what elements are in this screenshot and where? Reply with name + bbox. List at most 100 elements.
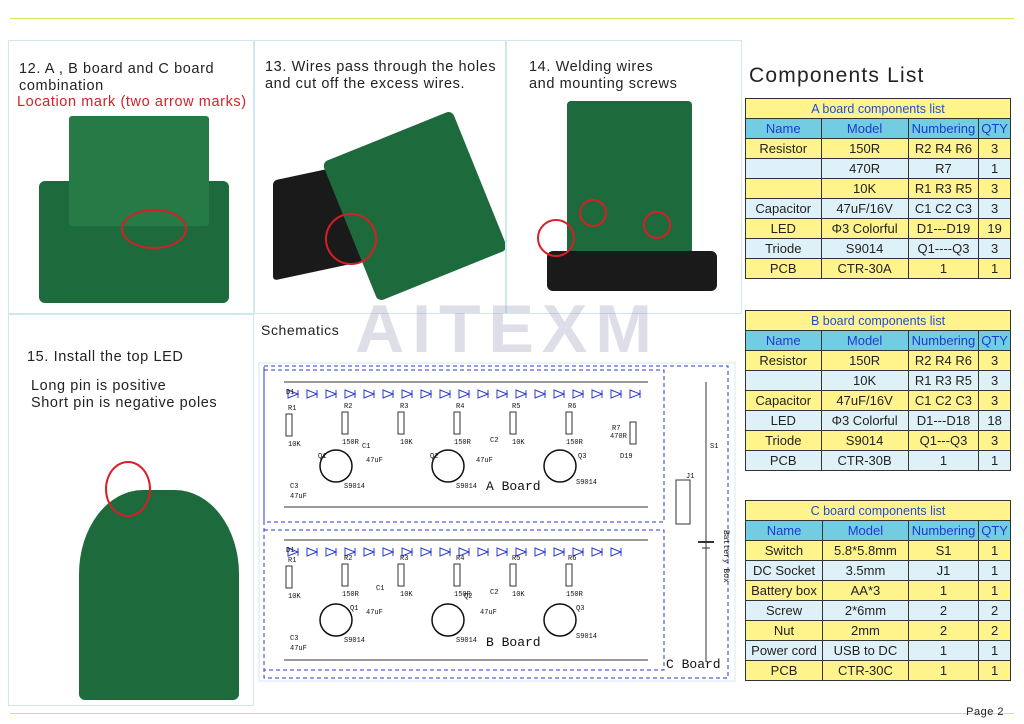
b-r5-value: 10K bbox=[512, 591, 525, 599]
c-board-title: C board components list bbox=[745, 500, 1011, 521]
a-r6-label: R6 bbox=[568, 403, 576, 411]
led-symbol bbox=[572, 389, 585, 399]
led-symbol bbox=[420, 389, 433, 399]
step-15-photo bbox=[79, 490, 239, 700]
a-c1-label: C1 bbox=[362, 443, 370, 451]
b-r1-value: 10K bbox=[288, 593, 301, 601]
cell-name: Battery box bbox=[744, 580, 824, 601]
cell-qty: 3 bbox=[978, 178, 1011, 199]
cell-numbering: 1 bbox=[907, 660, 980, 681]
b-r3-symbol bbox=[397, 563, 405, 587]
cell-name: Power cord bbox=[744, 640, 824, 661]
b-board-label: B Board bbox=[486, 635, 541, 650]
a-c3-label: C3 bbox=[290, 483, 298, 491]
a-r3-symbol bbox=[397, 411, 405, 435]
b-q2-symbol bbox=[431, 603, 465, 637]
b-r2-label: R2 bbox=[344, 555, 352, 563]
a-r2-value: 150R bbox=[342, 439, 360, 447]
cell-model: CTR-30A bbox=[820, 258, 909, 279]
led-symbol bbox=[591, 389, 604, 399]
cell-numbering: J1 bbox=[907, 560, 980, 581]
step-13-photo bbox=[322, 110, 505, 302]
step-15-line2: Short pin is negative poles bbox=[31, 395, 218, 411]
a-q1-model: S9014 bbox=[344, 483, 365, 491]
led-symbol bbox=[439, 547, 452, 557]
step-13-panel: 13. Wires pass through the holes and cut… bbox=[254, 40, 506, 314]
cell-model: 2*6mm bbox=[822, 600, 909, 621]
cell-name: Capacitor bbox=[745, 390, 822, 411]
col-model: Model bbox=[822, 520, 909, 541]
b-led-row bbox=[287, 547, 623, 557]
d19-label: D19 bbox=[620, 453, 633, 461]
a-q2-symbol bbox=[431, 449, 465, 483]
led-symbol bbox=[534, 547, 547, 557]
a-c2-value: 47uF bbox=[476, 457, 493, 465]
b-r5-symbol bbox=[509, 563, 517, 587]
step-15-title: 15. Install the top LED bbox=[27, 349, 184, 365]
cell-qty: 3 bbox=[978, 430, 1011, 451]
led-symbol bbox=[572, 547, 585, 557]
cell-model: 5.8*5.8mm bbox=[822, 540, 909, 561]
a-r2-symbol bbox=[341, 411, 349, 435]
cell-numbering: 1 bbox=[907, 450, 980, 471]
cell-qty: 3 bbox=[978, 350, 1011, 371]
b-q1-label: Q1 bbox=[350, 605, 358, 613]
location-mark-circle bbox=[121, 209, 187, 249]
led-symbol bbox=[629, 389, 642, 399]
table-header: Name Model Numbering QTY bbox=[744, 520, 1011, 541]
led-symbol bbox=[496, 547, 509, 557]
cell-qty: 2 bbox=[978, 600, 1011, 621]
b-q2-model: S9014 bbox=[456, 637, 477, 645]
a-r7-value: 470R bbox=[610, 433, 628, 441]
schematics-panel bbox=[254, 314, 742, 706]
b-r4-value: 150R bbox=[454, 591, 472, 599]
a-board-label: A Board bbox=[486, 479, 541, 494]
cell-numbering: 2 bbox=[907, 620, 980, 641]
a-r4-value: 150R bbox=[454, 439, 472, 447]
led-symbol bbox=[363, 389, 376, 399]
cell-qty: 2 bbox=[978, 620, 1011, 641]
cell-model: USB to DC bbox=[822, 640, 909, 661]
a-r6-value: 150R bbox=[566, 439, 584, 447]
a-r7-label: R7 bbox=[612, 425, 620, 433]
top-led-circle bbox=[105, 461, 151, 517]
a-q3-label: Q3 bbox=[578, 453, 586, 461]
cell-numbering: R7 bbox=[907, 158, 980, 179]
a-q3-symbol bbox=[543, 449, 577, 483]
a-r7-symbol bbox=[629, 421, 637, 445]
led-symbol bbox=[344, 389, 357, 399]
battery-box-label: Battery Box bbox=[721, 530, 730, 583]
cell-numbering: S1 bbox=[907, 540, 980, 561]
cell-numbering: 1 bbox=[907, 258, 980, 279]
b-c3-label: C3 bbox=[290, 635, 298, 643]
a-r6-symbol bbox=[565, 411, 573, 435]
cell-qty: 1 bbox=[978, 660, 1011, 681]
b-r3-label: R3 bbox=[400, 555, 408, 563]
cell-model: 2mm bbox=[822, 620, 909, 641]
b-r4-symbol bbox=[453, 563, 461, 587]
led-symbol bbox=[515, 389, 528, 399]
cell-model: 470R bbox=[820, 158, 909, 179]
b-c1-value: 47uF bbox=[366, 609, 383, 617]
s1-label: S1 bbox=[710, 443, 718, 451]
a-c2-label: C2 bbox=[490, 437, 498, 445]
b-q3-model: S9014 bbox=[576, 633, 597, 641]
step-13-title: 13. Wires pass through the holes and cut… bbox=[265, 59, 497, 92]
cell-model: 47uF/16V bbox=[820, 390, 909, 411]
led-symbol bbox=[477, 389, 490, 399]
led-symbol bbox=[363, 547, 376, 557]
col-qty: QTY bbox=[978, 330, 1011, 351]
col-numbering: Numbering bbox=[907, 118, 980, 139]
a-r3-label: R3 bbox=[400, 403, 408, 411]
a-r4-symbol bbox=[453, 411, 461, 435]
